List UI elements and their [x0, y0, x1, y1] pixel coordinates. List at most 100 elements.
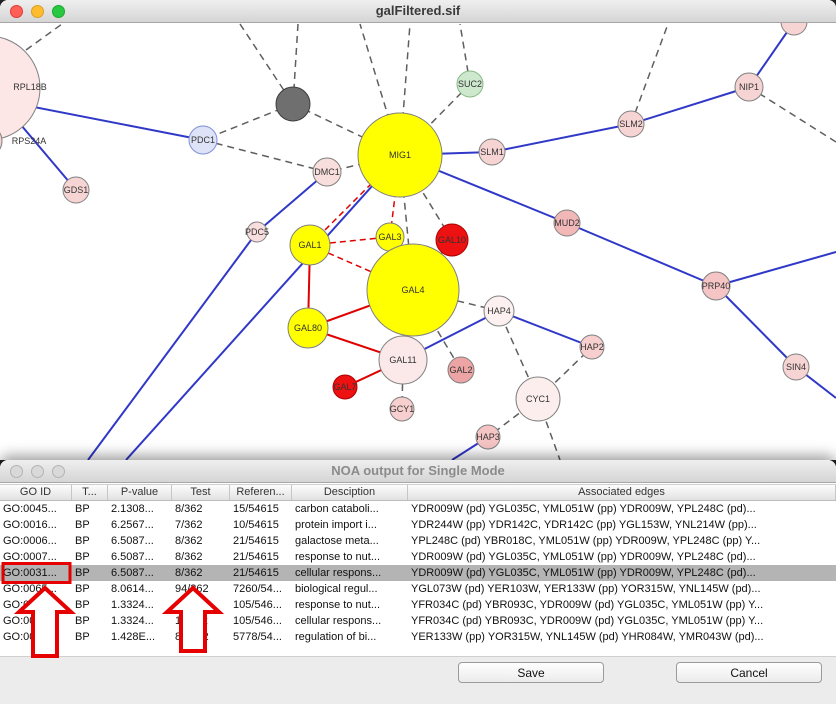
- network-edge[interactable]: [25, 23, 63, 51]
- network-node-DMC1[interactable]: DMC1: [312, 157, 342, 187]
- close-button[interactable]: [10, 465, 23, 478]
- table-cell: 94/362: [175, 583, 209, 595]
- column-header[interactable]: T...: [72, 485, 108, 500]
- table-cell: 6.2567...: [111, 519, 154, 531]
- network-node-GAL7[interactable]: GAL7: [332, 374, 358, 400]
- network-node-SLM1[interactable]: SLM1: [478, 138, 506, 166]
- network-edge[interactable]: [491, 123, 632, 153]
- table-cell: BP: [75, 551, 90, 563]
- network-node-HAP4[interactable]: HAP4: [483, 295, 515, 327]
- node-label: CYC1: [526, 394, 550, 404]
- network-node-PRP40[interactable]: PRP40: [701, 271, 731, 301]
- network-node-GAL11[interactable]: GAL11: [378, 335, 428, 385]
- network-edge[interactable]: [748, 86, 836, 143]
- network-node-RPS24A[interactable]: RPS24A: [0, 125, 46, 157]
- network-node-GAL80[interactable]: GAL80: [287, 307, 329, 349]
- network-node-GCY1[interactable]: GCY1: [389, 396, 415, 422]
- network-edge[interactable]: [715, 251, 836, 287]
- zoom-button[interactable]: [52, 465, 65, 478]
- close-button[interactable]: [10, 5, 23, 18]
- table-cell: YDR009W (pd) YGL035C, YML051W (pp) YDR00…: [411, 503, 756, 515]
- network-edge[interactable]: [498, 310, 593, 348]
- network-node-HAP3[interactable]: HAP3: [475, 424, 501, 450]
- network-edge[interactable]: [239, 23, 294, 105]
- network-edge[interactable]: [202, 139, 328, 173]
- network-edge[interactable]: [399, 23, 411, 156]
- network-node-SUC2[interactable]: SUC2: [456, 70, 484, 98]
- zoom-button[interactable]: [52, 5, 65, 18]
- cancel-button[interactable]: Cancel: [676, 662, 822, 683]
- column-header[interactable]: Referen...: [230, 485, 292, 500]
- network-edge[interactable]: [630, 23, 669, 125]
- node-label: HAP3: [476, 432, 500, 442]
- node-label: NIP1: [739, 82, 759, 92]
- column-header[interactable]: GO ID: [0, 485, 72, 500]
- network-edge[interactable]: [537, 398, 561, 460]
- network-node-PDC1[interactable]: PDC1: [188, 125, 218, 155]
- minimize-button[interactable]: [31, 5, 44, 18]
- network-node-GAL4[interactable]: GAL4: [366, 243, 460, 337]
- network-edge[interactable]: [359, 23, 401, 156]
- network-edge[interactable]: [399, 154, 453, 241]
- node-label: GAL2: [449, 365, 472, 375]
- network-node-HAP2[interactable]: HAP2: [579, 334, 605, 360]
- table-cell: 7260/54...: [233, 583, 282, 595]
- column-header[interactable]: Test: [172, 485, 230, 500]
- table-cell: protein import i...: [295, 519, 377, 531]
- table-cell: response to nut...: [295, 599, 380, 611]
- network-node-SLM2[interactable]: SLM2: [617, 110, 645, 138]
- network-edge[interactable]: [459, 23, 471, 85]
- network-node-MIG1[interactable]: MIG1: [357, 112, 443, 198]
- network-node-SIN4[interactable]: SIN4: [782, 353, 810, 381]
- table-cell: GO:0065...: [3, 583, 57, 595]
- network-edge[interactable]: [566, 222, 717, 287]
- network-edge[interactable]: [399, 83, 471, 156]
- network-node-NIP1[interactable]: NIP1: [734, 72, 764, 102]
- network-edge[interactable]: [256, 171, 328, 233]
- node-label: MUD2: [554, 218, 580, 228]
- network-edge[interactable]: [630, 86, 750, 125]
- network-edge[interactable]: [715, 285, 797, 368]
- dialog-footer: Save Cancel: [0, 656, 836, 704]
- column-header[interactable]: Desciption: [292, 485, 408, 500]
- table-cell: 8/362: [175, 567, 203, 579]
- network-node-GAL1[interactable]: GAL1: [289, 224, 331, 266]
- network-node-GDS1[interactable]: GDS1: [62, 176, 90, 204]
- network-node-GAL10[interactable]: GAL10: [435, 223, 469, 257]
- table-cell: 21/54615: [233, 535, 279, 547]
- node-label: GAL10: [438, 235, 466, 245]
- table-cell: GO:0045...: [3, 503, 57, 515]
- minimize-button[interactable]: [31, 465, 44, 478]
- network-node-RPL18B[interactable]: RPL18B: [0, 36, 47, 140]
- network-node-CYC1[interactable]: CYC1: [515, 376, 561, 422]
- table-cell: 105/546...: [233, 615, 282, 627]
- column-header[interactable]: P-value: [108, 485, 172, 500]
- table-cell: BP: [75, 599, 90, 611]
- table-cell: GO:0031...: [3, 599, 57, 611]
- node-label: HAP4: [487, 306, 511, 316]
- table-cell: YGL073W (pd) YER103W, YER133W (pp) YOR31…: [411, 583, 761, 595]
- network-edge[interactable]: [87, 231, 258, 460]
- column-header[interactable]: Associated edges: [408, 485, 836, 500]
- table-cell: GO:0031...: [3, 615, 57, 627]
- save-button[interactable]: Save: [458, 662, 604, 683]
- table-cell: carbon cataboli...: [295, 503, 379, 515]
- table-cell: 11/362: [175, 599, 208, 611]
- table-cell: cellular respons...: [295, 615, 382, 627]
- network-node-unlabeled[interactable]: [275, 86, 311, 122]
- network-edge[interactable]: [125, 154, 401, 460]
- network-node-PDC5[interactable]: PDC5: [245, 221, 269, 243]
- network-node-GAL2[interactable]: GAL2: [447, 356, 475, 384]
- table-cell: YDR244W (pp) YDR142C, YDR142C (pp) YGL15…: [411, 519, 757, 531]
- network-node-MUD2[interactable]: MUD2: [553, 209, 581, 237]
